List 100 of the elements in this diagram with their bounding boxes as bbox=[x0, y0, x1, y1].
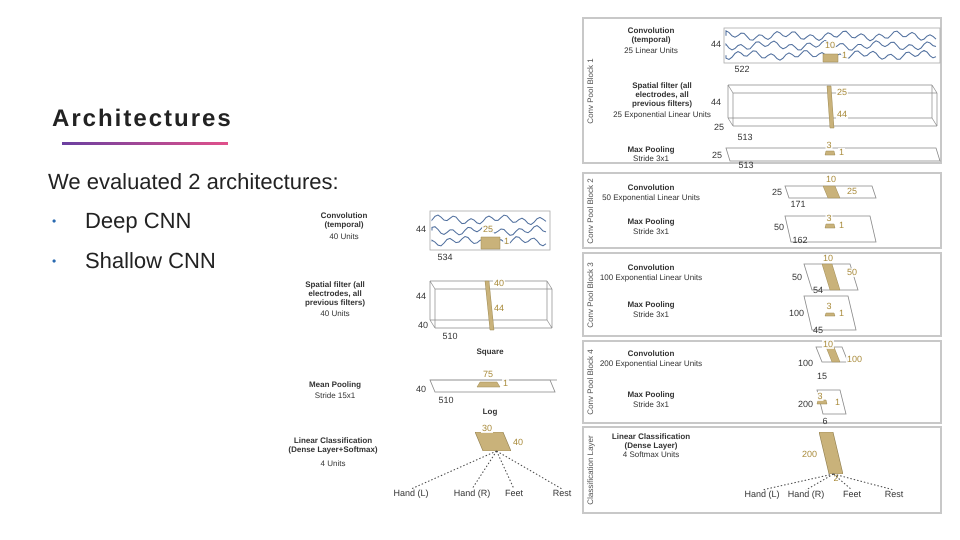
dimension-label: 1 bbox=[838, 148, 846, 157]
dimension-label: 200 bbox=[800, 450, 818, 459]
dimension-label: 100 bbox=[788, 309, 804, 318]
dimension-label: 25 bbox=[712, 151, 722, 160]
bullet-mark: • bbox=[52, 254, 56, 268]
layer-title: Mean Pooling bbox=[309, 380, 361, 389]
dimension-label: 3 bbox=[816, 392, 824, 401]
dimension-label: 40 bbox=[418, 321, 428, 330]
output-label: Hand (R) bbox=[788, 490, 824, 499]
dimension-label: 44 bbox=[836, 110, 848, 119]
dimension-label: 40 bbox=[512, 438, 524, 447]
dimension-label: 3 bbox=[826, 302, 832, 311]
connector-line bbox=[806, 474, 834, 490]
dimension-label: 25 bbox=[836, 88, 848, 97]
dimension-label: 30 bbox=[481, 424, 493, 433]
bullet-item: Deep CNN bbox=[85, 208, 192, 234]
block-title: Conv Pool Block 2 bbox=[586, 178, 595, 244]
connector-line bbox=[496, 450, 562, 490]
layer-caption: 100 Exponential Linear Units bbox=[600, 273, 702, 282]
layer-title: Linear Classification (Dense Layer+Softmax) bbox=[287, 436, 379, 454]
dense-layer-shape bbox=[475, 432, 511, 451]
layer-title: Linear Classification (Dense Layer) bbox=[610, 432, 692, 450]
dimension-label: 100 bbox=[846, 355, 864, 364]
layer-caption: 40 Units bbox=[329, 232, 359, 241]
dimension-label: 522 bbox=[734, 65, 750, 74]
dimension-label: 1 bbox=[838, 221, 846, 230]
layer-caption: 4 Softmax Units bbox=[622, 450, 680, 459]
dimension-label: 50 bbox=[792, 273, 802, 282]
dimension-label: 75 bbox=[482, 370, 494, 379]
layer-title: Spatial filter (all electrodes, all previous filters) bbox=[304, 280, 366, 307]
dimension-label: 100 bbox=[798, 359, 813, 368]
dimension-label: 25 bbox=[714, 123, 724, 132]
layer-caption: Stride 3x1 bbox=[632, 310, 670, 319]
bullet-mark: • bbox=[52, 214, 56, 228]
output-label: Hand (R) bbox=[454, 489, 490, 498]
layer-caption: Stride 3x1 bbox=[632, 227, 670, 236]
dimension-label: 50 bbox=[774, 223, 784, 232]
layer-caption: 25 Linear Units bbox=[624, 46, 678, 55]
connector-line bbox=[762, 474, 834, 490]
connector-line bbox=[472, 450, 498, 490]
connector-line bbox=[410, 450, 498, 490]
layer-title: Square bbox=[476, 347, 504, 356]
layer-title: Convolution (temporal) bbox=[626, 26, 676, 44]
dimension-label: 1 bbox=[841, 51, 848, 60]
dimension-label: 510 bbox=[438, 396, 454, 405]
dimension-label: 200 bbox=[798, 400, 813, 409]
connector-line bbox=[496, 450, 514, 490]
layer-title: Spatial filter (all electrodes, all previous filters) bbox=[630, 81, 693, 108]
connector-line bbox=[832, 474, 894, 490]
block-title: Conv Pool Block 1 bbox=[586, 58, 595, 124]
block-title: Conv Pool Block 3 bbox=[586, 262, 595, 328]
dimension-label: 10 bbox=[822, 254, 834, 263]
dimension-label: 40 bbox=[416, 385, 426, 394]
output-label: Feet bbox=[843, 490, 861, 499]
dimension-label: 50 bbox=[846, 268, 858, 277]
dimension-label: 513 bbox=[737, 133, 753, 142]
dimension-label: 25 bbox=[482, 225, 494, 234]
layer-title: Convolution bbox=[628, 263, 674, 272]
dimension-label: 44 bbox=[416, 292, 426, 301]
dimension-label: 40 bbox=[493, 279, 506, 288]
dimension-label: 10 bbox=[825, 175, 837, 184]
connector-line bbox=[832, 474, 852, 490]
block-panel bbox=[582, 340, 942, 424]
block-panel bbox=[582, 426, 942, 514]
body-text: We evaluated 2 architectures: bbox=[48, 169, 339, 195]
block-panel bbox=[582, 252, 942, 337]
layer-caption: Stride 15x1 bbox=[314, 391, 356, 400]
dimension-label: 3 bbox=[826, 141, 832, 150]
layer-caption: 4 Units bbox=[320, 459, 346, 468]
dimension-label: 534 bbox=[437, 253, 453, 262]
layer-title: Log bbox=[482, 407, 498, 416]
dimension-label: 10 bbox=[822, 340, 834, 349]
dimension-label: 162 bbox=[792, 236, 808, 245]
dense-layer-shape bbox=[819, 432, 843, 474]
layer-caption: Stride 3x1 bbox=[632, 154, 670, 163]
layer-title: Max Pooling bbox=[627, 300, 675, 309]
dimension-label: 513 bbox=[738, 161, 754, 170]
dimension-label: 10 bbox=[824, 41, 836, 50]
block-title: Conv Pool Block 4 bbox=[586, 349, 595, 415]
layer-caption: 50 Exponential Linear Units bbox=[602, 193, 700, 202]
dimension-label: 3 bbox=[826, 214, 832, 223]
layer-title: Max Pooling bbox=[627, 217, 675, 226]
dimension-label: 6 bbox=[822, 417, 828, 426]
layer-caption: Stride 3x1 bbox=[632, 400, 670, 409]
output-label: Hand (L) bbox=[394, 489, 428, 498]
output-label: Rest bbox=[552, 489, 572, 498]
dimension-label: 54 bbox=[813, 286, 823, 295]
dimension-label: 44 bbox=[710, 40, 721, 49]
dimension-label: 25 bbox=[772, 188, 782, 197]
dimension-label: 25 bbox=[846, 187, 858, 196]
output-label: Hand (L) bbox=[744, 490, 780, 499]
layer-title: Max Pooling bbox=[627, 145, 675, 154]
dimension-label: 1 bbox=[503, 237, 510, 246]
slide-title: Architectures bbox=[52, 106, 233, 132]
layer-title: Max Pooling bbox=[627, 390, 675, 399]
layer-caption: 25 Exponential Linear Units bbox=[613, 110, 711, 119]
layer-caption: 40 Units bbox=[320, 309, 350, 318]
dimension-label: 45 bbox=[813, 326, 823, 335]
block-title: Classification Layer bbox=[586, 435, 595, 505]
block-panel bbox=[582, 172, 942, 249]
